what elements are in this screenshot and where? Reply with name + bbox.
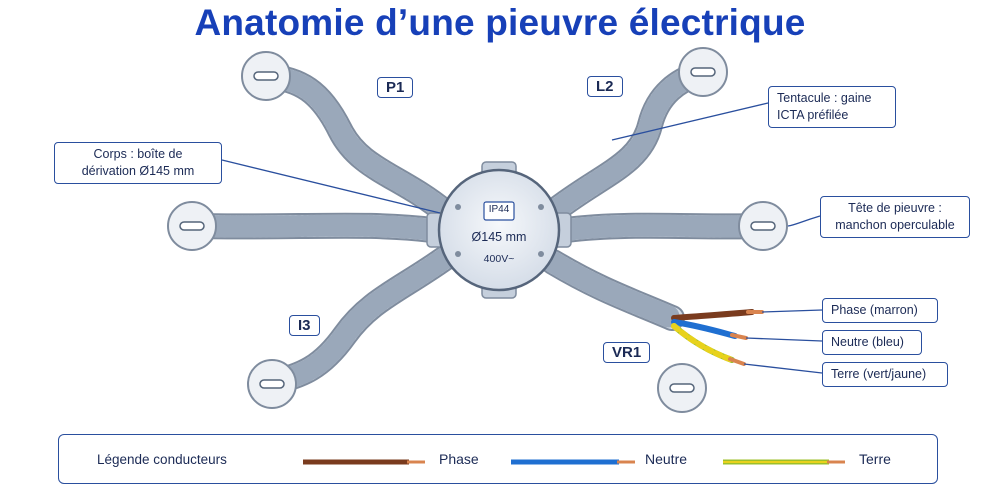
junction-box-rating: IP44 [488,204,510,215]
callout-corps: Corps : boîte de dérivation Ø145 mm [54,142,222,184]
tag-l2: L2 [587,76,623,97]
leader-lines [221,102,823,374]
legend-label-neutre: Neutre [645,451,688,467]
conduit-i3 [262,245,458,395]
callout-corps-line2: dérivation Ø145 mm [81,164,195,178]
end-caps [167,47,788,413]
conduit-p1 [255,63,458,225]
callout-tentacule: Tentacule : gaine ICTA préfilée [768,86,896,128]
legend-swatches [303,459,845,465]
legend-title: Légende conducteurs [97,452,227,467]
callout-phase: Phase (marron) [822,298,938,323]
page-title: Anatomie d’une pieuvre électrique [194,2,806,43]
callout-neutre: Neutre (bleu) [822,330,922,355]
junction-box [426,161,572,299]
end-cap-spare [657,363,707,413]
legend-label-terre: Terre [859,451,891,467]
conductor-legend: Légende conducteurs Phase Neutre Terre [58,434,938,484]
wire-earth-copper [728,357,746,366]
callout-corps-line1: Corps : boîte de [93,147,183,161]
callout-terre: Terre (vert/jaune) [822,362,948,387]
conduit-right [553,212,773,243]
junction-box-voltage: 400V~ [483,253,515,265]
end-cap-l2 [678,47,728,97]
wire-phase [671,309,755,321]
callout-tete: Tête de pieuvre : manchon operculable [820,196,970,238]
callout-tete-line2: manchon operculable [835,218,955,232]
tag-vr1: VR1 [603,342,651,363]
wire-neutral-copper [730,333,748,340]
conduit-vr1 [540,249,685,331]
callout-tete-line1: Tête de pieuvre : [848,201,942,215]
end-cap-right [738,201,788,251]
end-cap-p1 [241,51,291,101]
conduit-left [179,212,445,243]
callout-tentacule-line2: ICTA préfilée [777,108,849,122]
tag-i3: I3 [289,315,320,336]
legend-label-phase: Phase [439,451,479,467]
tag-p1: P1 [377,77,414,98]
vr1-wires [671,309,764,366]
end-cap-left [167,201,217,251]
callout-tentacule-line1: Tentacule : gaine [777,91,872,105]
end-cap-i3 [247,359,297,409]
junction-box-diameter: Ø145 mm [471,230,527,244]
wire-earth-stripe [671,323,735,363]
conduit-l2 [540,59,713,225]
